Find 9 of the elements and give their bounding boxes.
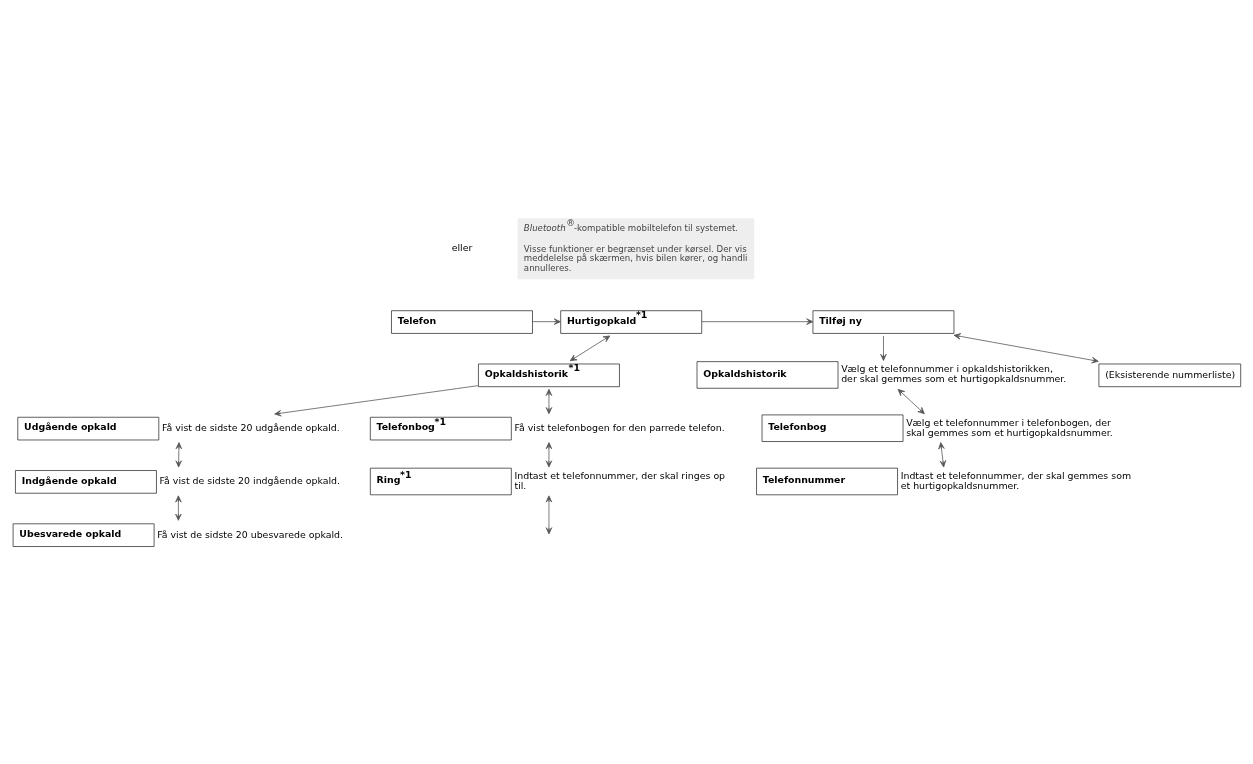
node-label: Få vist de sidste 20 udgående opkald. — [161, 422, 340, 434]
node-label: Vælg et telefonnummer i telefonbogen, der skal gemmes som et hurtigopkaldsnummer. — [906, 416, 1113, 438]
node-label: Indtast et telefonnummer, der skal gemmes som et hurtigopkaldsnummer. — [900, 469, 1132, 492]
node-label: Få vist de sidste 20 ubesvarede opkald. — [157, 528, 344, 540]
node-label: Indtast et telefonnummer, der skal ringes op til. — [514, 469, 726, 492]
node-label: Få vist de sidste 20 indgående opkald. — [159, 475, 341, 487]
node-label: Vælg et telefonnummer i opkaldshistorikken, der skal gemmes som et hurtigopkaldsnummer. — [841, 363, 1067, 385]
node-label: Få vist telefonbogen for den parrede telefon. — [514, 422, 725, 434]
label: eller — [451, 242, 473, 254]
